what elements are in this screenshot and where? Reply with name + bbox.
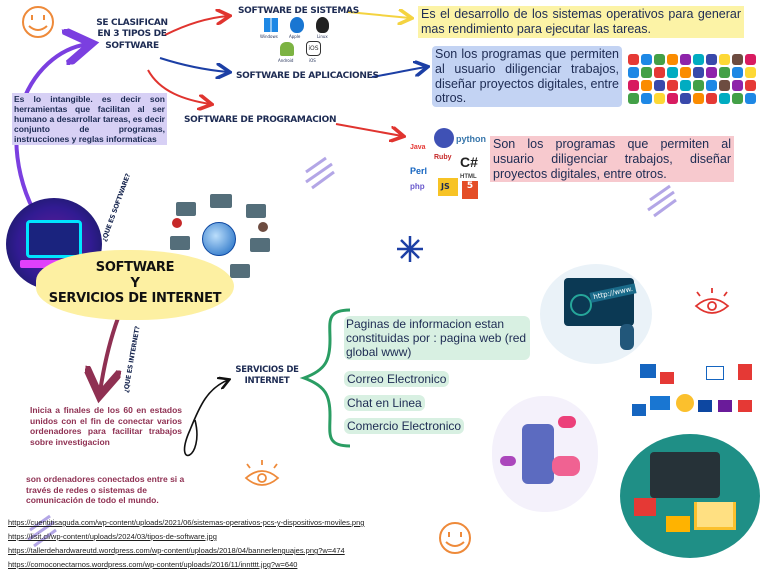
cart-icon bbox=[694, 502, 736, 530]
classify-label: SE CLASIFICAN EN 3 TIPOS DE SOFTWARE bbox=[96, 18, 168, 51]
phone-icon bbox=[522, 424, 554, 484]
os-label-ios: iOS bbox=[309, 58, 316, 63]
python-label: python bbox=[456, 134, 486, 144]
service-web-pages: Paginas de informacion estan constituida… bbox=[344, 316, 530, 361]
source-link-3[interactable]: https://tallerdehardwareutd.wordpress.co… bbox=[8, 546, 345, 555]
webpage-illustration: http://www. bbox=[540, 264, 652, 364]
chat-bubble-icon bbox=[558, 416, 576, 428]
desc-software-programacion: Son los programas que permiten al usuari… bbox=[490, 136, 734, 183]
arrow-to-aplicaciones bbox=[159, 57, 228, 72]
arrow-programacion-desc bbox=[335, 123, 402, 136]
os-icons: iOS Windows Apple Linux Android iOS bbox=[258, 16, 340, 68]
label-servicios-internet: SERVICIOS DE INTERNET bbox=[235, 365, 299, 387]
php-label: php bbox=[410, 182, 425, 191]
email-icons-illustration bbox=[630, 350, 760, 426]
central-title: SOFTWARE Y SERVICIOS DE INTERNET bbox=[36, 260, 234, 307]
apple-icon bbox=[290, 17, 304, 33]
android-icon bbox=[280, 42, 294, 56]
internet-networks: son ordenadores conectados entre si a tr… bbox=[26, 474, 185, 506]
label-software-aplicaciones: SOFTWARE DE APLICACIONES bbox=[236, 71, 379, 81]
csharp-label: C# bbox=[460, 154, 478, 170]
smiley-icon-bottom bbox=[439, 522, 471, 554]
os-label-linux: Linux bbox=[317, 34, 328, 39]
label-software-sistemas: SOFTWARE DE SISTEMAS bbox=[238, 6, 359, 16]
label-software-programacion: SOFTWARE DE PROGRAMACION bbox=[184, 115, 337, 125]
central-title-line2: Y bbox=[130, 275, 140, 291]
service-email: Correo Electronico bbox=[344, 371, 450, 388]
arrow-to-sistemas bbox=[164, 16, 228, 36]
asterisk-decoration bbox=[397, 236, 423, 262]
eye-icon-right bbox=[694, 288, 730, 314]
windows-icon bbox=[264, 18, 278, 32]
html5-icon: 5 bbox=[462, 181, 478, 199]
os-label-apple: Apple bbox=[289, 34, 301, 39]
language-icons: python Java Perl Ruby C# HTML JS 5 php bbox=[404, 124, 486, 202]
source-link-1[interactable]: https://cuentitisaguda.com/wp-content/up… bbox=[8, 518, 365, 527]
mail-icon bbox=[172, 218, 182, 228]
arrow-aplicaciones-desc bbox=[371, 67, 426, 78]
mailbox-icon bbox=[738, 364, 752, 380]
software-definition: Es lo intangible. es decir son herramien… bbox=[12, 93, 167, 146]
service-chat: Chat en Linea bbox=[344, 395, 425, 412]
js-icon: JS bbox=[438, 178, 458, 196]
source-link-2[interactable]: https://lisit.cl/wp-content/uploads/2024… bbox=[8, 532, 217, 541]
source-link-4[interactable]: https://comoconectarnos.wordpress.com/wp… bbox=[8, 560, 298, 569]
squiggle-decoration-1 bbox=[305, 156, 335, 190]
ecommerce-illustration bbox=[620, 434, 760, 558]
wifi-icon bbox=[258, 222, 268, 232]
central-title-blob bbox=[36, 250, 234, 320]
globe-icon bbox=[570, 294, 592, 316]
question-internet: ¿QUE ES INTERNET? bbox=[122, 325, 142, 394]
question-software: ¿QUE ES SOFTWARE? bbox=[100, 172, 133, 243]
arrow-to-servicios bbox=[183, 380, 228, 457]
squiggle-decoration-2 bbox=[647, 184, 677, 218]
outlook-icon bbox=[640, 364, 656, 378]
central-title-line3: SERVICIOS DE INTERNET bbox=[48, 291, 222, 307]
central-title-line1: SOFTWARE bbox=[95, 260, 175, 275]
service-ecommerce: Comercio Electronico bbox=[344, 418, 465, 435]
arrow-center-to-internet bbox=[100, 317, 118, 392]
globe-icon bbox=[202, 222, 236, 256]
smiley-icon-topleft bbox=[22, 6, 54, 38]
linux-icon bbox=[316, 17, 329, 33]
gmail-icon bbox=[660, 372, 674, 384]
java-label: Java bbox=[410, 144, 426, 151]
chat-illustration bbox=[492, 396, 598, 512]
eye-icon-left bbox=[244, 460, 280, 486]
envelope-icon bbox=[706, 366, 724, 380]
internet-history: Inicia a finales de los 60 en estados un… bbox=[30, 405, 182, 447]
desc-software-sistemas: Es el desarrollo de los sistemas operati… bbox=[418, 6, 744, 38]
os-label-windows: Windows bbox=[260, 34, 278, 39]
os-label-android: Android bbox=[278, 58, 294, 63]
perl-label: Perl bbox=[410, 166, 428, 176]
ruby-label: Ruby bbox=[434, 154, 452, 161]
app-icons-grid bbox=[628, 54, 756, 104]
c-icon bbox=[434, 128, 454, 148]
ios-icon: iOS bbox=[306, 41, 321, 56]
desc-software-aplicaciones: Son los programas que permiten al usuari… bbox=[432, 46, 622, 107]
html-label: HTML bbox=[460, 174, 477, 180]
